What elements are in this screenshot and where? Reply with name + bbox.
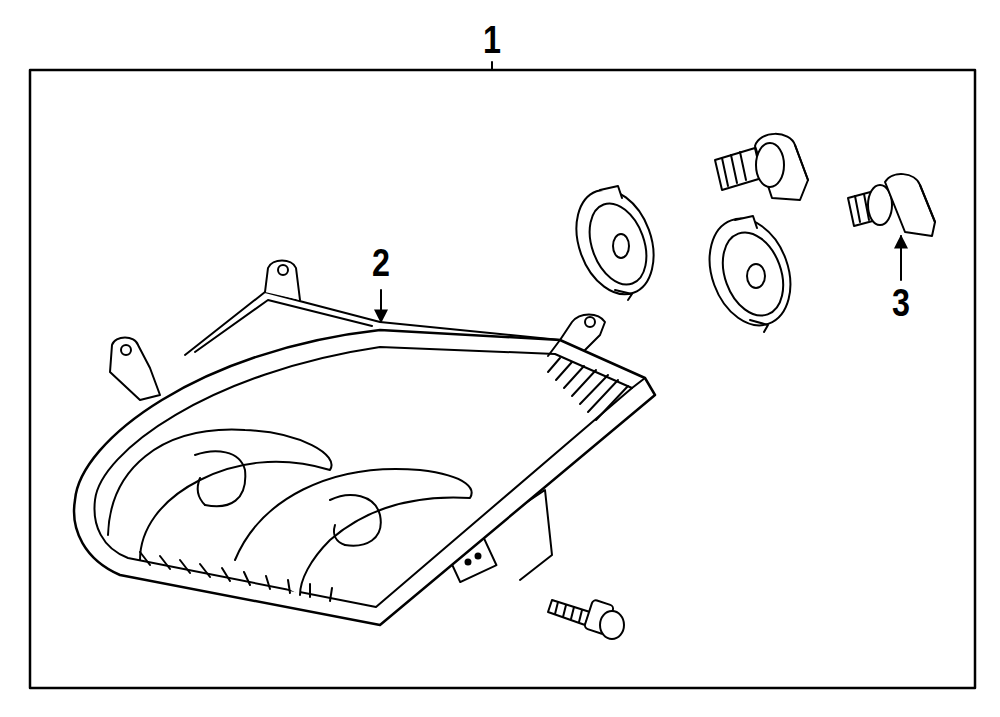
- leader-line: [900, 236, 902, 280]
- callout-number: 1: [483, 21, 501, 59]
- bulb: [848, 174, 935, 236]
- callout-number: 3: [892, 284, 910, 322]
- leader-line: [380, 290, 382, 322]
- leader-line: [491, 62, 493, 70]
- callout-number: 2: [372, 244, 390, 282]
- dust-cap: [695, 207, 804, 336]
- bolt: [548, 599, 624, 639]
- dust-cap: [563, 179, 668, 305]
- lens: [74, 330, 655, 625]
- bulb: [715, 134, 808, 200]
- assembly-frame: [30, 70, 975, 688]
